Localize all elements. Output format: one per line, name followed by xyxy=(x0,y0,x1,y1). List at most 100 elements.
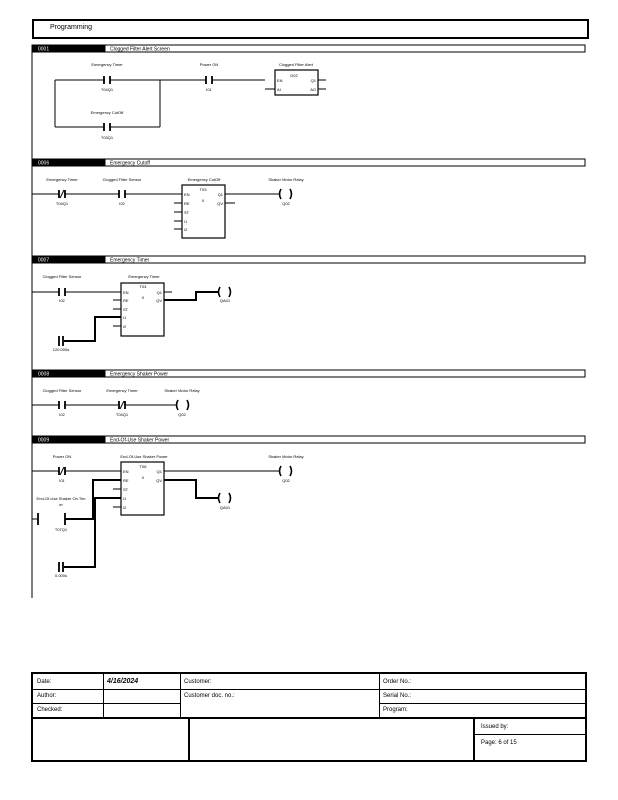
contact-label: Clogged Filter Sensor xyxy=(43,388,82,393)
pin-label: I1 xyxy=(123,315,127,320)
contact-address: T04Q1 xyxy=(56,201,69,206)
page-title-box: Programming xyxy=(32,19,589,39)
block-title: Clogged Filter Alert xyxy=(279,62,314,67)
coil-label: Shaker Motor Relay xyxy=(164,388,199,393)
contact-address: I01 xyxy=(206,87,212,92)
function-block-t03 xyxy=(181,184,226,239)
block-title: End-Of-Use Shaker Power xyxy=(120,454,168,459)
output-coil xyxy=(217,286,232,298)
output-coil xyxy=(217,492,232,504)
contact-label: Emergency Timer xyxy=(91,62,123,67)
block-symbol: X xyxy=(142,295,145,300)
function-block-t06 xyxy=(120,461,165,516)
contact-address: T03Q1 xyxy=(101,135,114,140)
pin-label: EN xyxy=(123,469,129,474)
coil-address: Q02 xyxy=(282,201,290,206)
pin-label: RE xyxy=(123,298,129,303)
pin-label: Q1 xyxy=(218,192,224,197)
pin-label: RE xyxy=(123,478,129,483)
contact-label: Emergency CutOff xyxy=(91,110,125,115)
rung-name: Emergency Shaker Power xyxy=(110,372,168,378)
rung-id: 0006 xyxy=(38,161,49,167)
pin-label: Q1 xyxy=(311,78,317,83)
analog-link xyxy=(64,316,121,342)
pin-label: RE xyxy=(184,201,190,206)
rung-id: 0007 xyxy=(38,258,49,264)
checked-label: Checked: xyxy=(37,707,63,713)
pin-label: I1 xyxy=(123,496,127,501)
issued-by-label: Issued by: xyxy=(481,724,509,730)
function-block-d02 xyxy=(274,69,319,96)
constant-value: 0.000s xyxy=(55,573,67,578)
title-block: Date: 4/16/2024 Author: Checked: Custome… xyxy=(31,672,587,762)
output-coil xyxy=(175,399,190,411)
pin-label: I2 xyxy=(184,227,188,232)
pin-label: QV xyxy=(217,201,223,206)
pin-label: I2 xyxy=(123,505,127,510)
analog-link xyxy=(164,291,219,301)
serial-label: Serial No.: xyxy=(383,693,412,699)
contact-label: Clogged Filter Sensor xyxy=(103,177,142,182)
function-block-t04 xyxy=(120,282,165,337)
contact-label: Emergency Timer xyxy=(106,388,138,393)
contact-label: Power ON xyxy=(53,454,72,459)
block-title: Emergency Timer xyxy=(128,274,160,279)
customer-label: Customer: xyxy=(184,679,212,685)
pin-label: Q1 xyxy=(157,469,163,474)
rung-name: Emergency Timer xyxy=(110,258,150,264)
rung-name: Emergency Cutoff xyxy=(110,161,151,167)
pin-label: EN xyxy=(184,192,190,197)
pin-label: EN xyxy=(123,290,129,295)
page-title: Programming xyxy=(50,24,93,31)
pin-label: EN xyxy=(277,78,283,83)
contact-label: er xyxy=(59,502,63,507)
author-label: Author: xyxy=(37,693,57,699)
output-coil xyxy=(278,188,293,200)
analog-link xyxy=(164,479,219,499)
block-name: T06 xyxy=(140,464,148,469)
contact-address: T07Q1 xyxy=(55,527,68,532)
constant-value: 120.000s xyxy=(53,347,69,352)
contact-address: I02 xyxy=(119,201,125,206)
pin-label: I2 xyxy=(123,324,127,329)
coil-address: QA01 xyxy=(220,505,231,510)
contact-label: Clogged Filter Sensor xyxy=(43,274,82,279)
contact-address: T04Q1 xyxy=(116,412,129,417)
customer-doc-label: Customer doc. no.: xyxy=(184,693,235,699)
block-title: Emergency CutOff xyxy=(188,177,222,182)
rung-id: 0009 xyxy=(38,438,49,444)
contact-label: Power ON xyxy=(200,62,219,67)
date-value: 4/16/2024 xyxy=(107,678,139,685)
pin-label: QV xyxy=(156,298,162,303)
pin-label: ST xyxy=(123,307,129,312)
pin-label: QV xyxy=(156,478,162,483)
contact-label: Emergency Timer xyxy=(46,177,78,182)
pin-label: AI xyxy=(277,87,281,92)
coil-label: Shaker Motor Relay xyxy=(268,177,303,182)
rung-id: 0008 xyxy=(38,372,49,378)
analog-link xyxy=(64,497,121,568)
pin-label: I1 xyxy=(184,219,188,224)
pin-label: ST xyxy=(184,210,190,215)
block-symbol: X xyxy=(202,198,205,203)
contact-label: End-Of-Use Shaker On Tim xyxy=(37,496,87,501)
contact-address: I01 xyxy=(59,478,65,483)
block-name: T03 xyxy=(200,187,208,192)
digital-link xyxy=(65,479,121,520)
coil-address: QA01 xyxy=(220,298,231,303)
coil-address: Q02 xyxy=(282,478,290,483)
pin-label: Q1 xyxy=(157,290,163,295)
order-label: Order No.: xyxy=(383,679,412,685)
rung-name: Clogged Filter Alert Screen xyxy=(110,47,170,53)
rung-name: End-Of-Use Shaker Power xyxy=(110,438,170,444)
contact-address: T04Q1 xyxy=(101,87,114,92)
block-symbol: X xyxy=(142,475,145,480)
output-coil xyxy=(278,465,293,477)
contact-address: I02 xyxy=(59,412,65,417)
coil-label: Shaker Motor Relay xyxy=(268,454,303,459)
page-number: Page: 6 of 15 xyxy=(481,740,517,746)
block-name: T04 xyxy=(140,284,148,289)
pin-label: AO xyxy=(310,87,316,92)
block-name: D02 xyxy=(290,73,298,78)
